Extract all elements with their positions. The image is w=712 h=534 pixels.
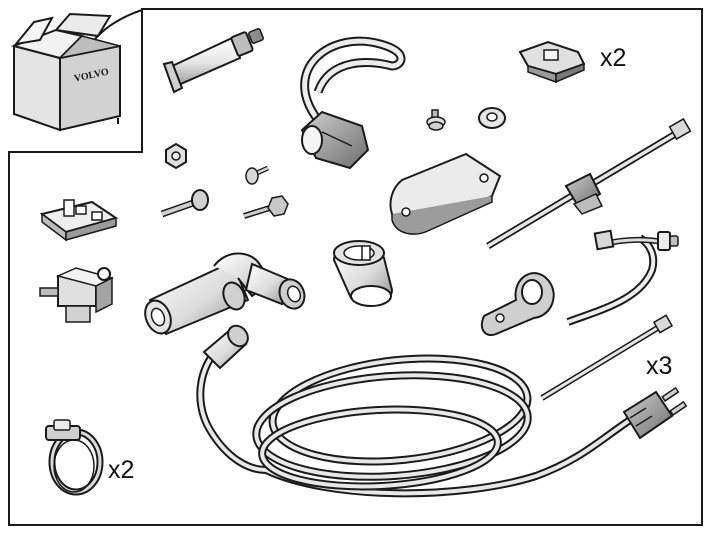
clip-icon	[518, 40, 586, 84]
screw-icon	[245, 165, 270, 185]
mounting-plate-icon	[389, 152, 502, 235]
kit-box-icon: VOLVO	[10, 9, 143, 132]
power-cord-icon	[196, 324, 633, 498]
quantity-top-clip: x2	[600, 44, 626, 72]
cable-clamp-icon	[480, 272, 555, 336]
bolt-icon	[160, 189, 209, 218]
quantity-cable-ties: x3	[646, 352, 672, 380]
grease-tube-icon	[162, 28, 264, 94]
diagram-frame	[8, 8, 703, 526]
cable-tie-icon	[486, 117, 692, 250]
cable-tie-icon	[540, 314, 674, 401]
hose-clamp-icon	[45, 419, 104, 496]
plug-icon	[622, 386, 688, 440]
bolt-icon	[426, 109, 446, 131]
nut-icon	[165, 142, 187, 170]
sleeve-icon	[332, 240, 394, 307]
quantity-hose-clamps: x2	[108, 456, 134, 484]
strap-cap-icon	[300, 36, 406, 170]
bracket-icon	[39, 199, 119, 242]
harness-icon	[566, 229, 679, 326]
bolt-icon	[243, 195, 289, 219]
heater-element-icon	[144, 252, 306, 336]
washer-icon	[478, 107, 506, 129]
connector-icon	[39, 267, 115, 323]
